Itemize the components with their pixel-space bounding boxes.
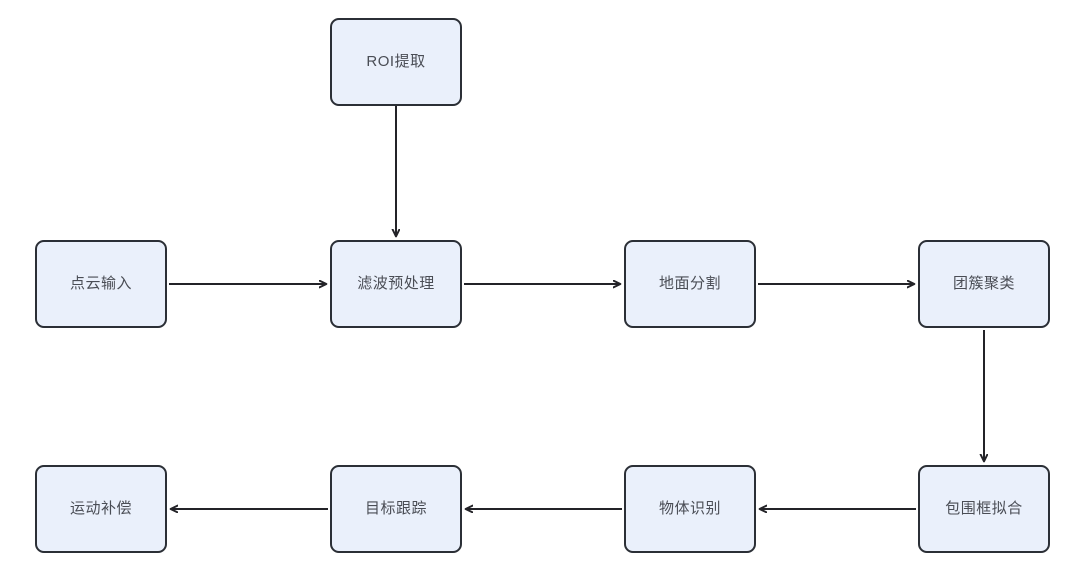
node-label-track: 目标跟踪 [364,500,427,517]
node-label-recognize: 物体识别 [658,500,721,517]
node-motion[interactable]: 运动补偿 [35,465,167,553]
node-label-cluster: 团簇聚类 [952,275,1015,292]
node-label-ground: 地面分割 [658,275,721,292]
node-roi[interactable]: ROI提取 [330,18,462,106]
node-filter[interactable]: 滤波预处理 [330,240,462,328]
node-label-roi: ROI提取 [366,53,426,70]
node-input[interactable]: 点云输入 [35,240,167,328]
node-label-bbox: 包围框拟合 [945,500,1023,517]
node-label-input: 点云输入 [69,275,132,292]
node-bbox[interactable]: 包围框拟合 [918,465,1050,553]
node-label-filter: 滤波预处理 [357,275,435,292]
node-track[interactable]: 目标跟踪 [330,465,462,553]
node-ground[interactable]: 地面分割 [624,240,756,328]
node-recognize[interactable]: 物体识别 [624,465,756,553]
node-label-motion: 运动补偿 [69,500,132,517]
node-cluster[interactable]: 团簇聚类 [918,240,1050,328]
